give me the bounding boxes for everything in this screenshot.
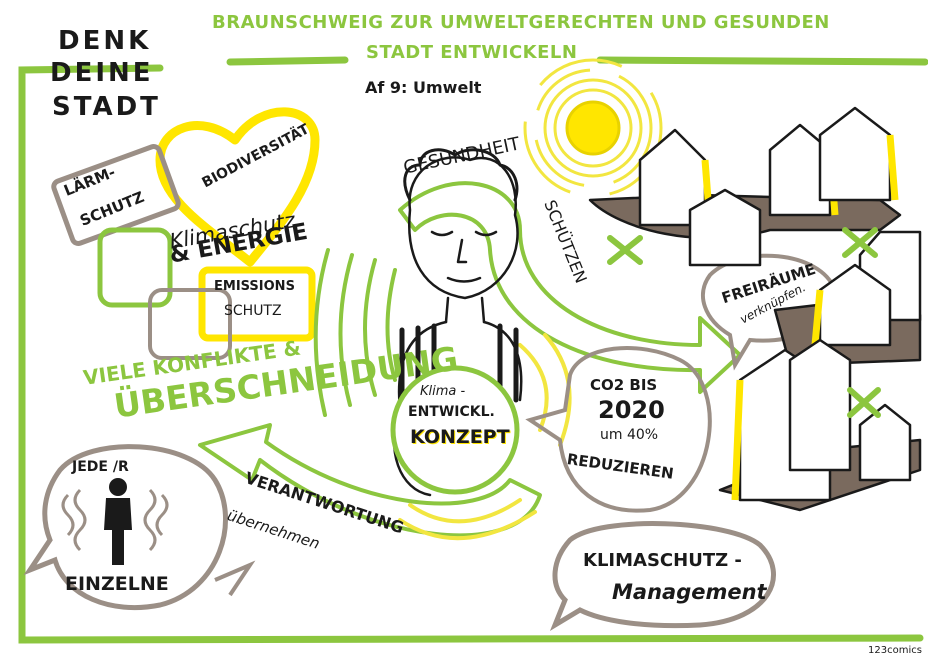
management-bubble xyxy=(549,521,776,631)
sun-icon xyxy=(523,58,663,198)
co2-bubble xyxy=(525,346,712,513)
management-label-2: Management xyxy=(612,580,767,604)
laermschutz-box xyxy=(51,144,181,246)
logo-line-2: DEINE xyxy=(50,58,154,88)
header-title-line-2: STADT ENTWICKELN xyxy=(366,42,578,63)
brown-box xyxy=(148,288,232,360)
houses-bottom xyxy=(718,338,922,512)
person-icon xyxy=(61,478,169,565)
konzept-circle xyxy=(390,365,520,495)
einzelne-label: EINZELNE xyxy=(65,573,169,595)
co2-label-3: um 40% xyxy=(600,427,659,443)
header-subtitle: Af 9: Umwelt xyxy=(365,78,482,97)
einzelne-bubble xyxy=(23,444,229,611)
logo-line-3: STADT xyxy=(52,92,161,122)
emissions-label-1: EMISSIONS xyxy=(214,279,295,294)
woman-figure xyxy=(392,148,523,497)
header-title-line-1: BRAUNSCHWEIG ZUR UMWELTGERECHTEN UND GES… xyxy=(212,12,830,33)
management-label-1: KLIMASCHUTZ - xyxy=(583,550,742,571)
houses-top xyxy=(588,106,902,267)
konzept-label-2: ENTWICKL. xyxy=(408,404,495,420)
jeder-label: JEDE /R xyxy=(72,459,129,475)
logo-line-1: DENK xyxy=(58,26,152,56)
green-crosses xyxy=(607,227,881,418)
green-arcs xyxy=(313,248,397,417)
emissions-label-2: SCHUTZ xyxy=(224,303,282,319)
yellow-arcs xyxy=(398,333,572,541)
emissionsschutz-box xyxy=(198,266,316,342)
green-box xyxy=(97,227,173,308)
konzept-label-3: KONZEPT xyxy=(410,426,510,448)
green-frame xyxy=(18,56,928,644)
konzept-label-1: Klima - xyxy=(420,384,466,399)
co2-label-1: CO2 BIS xyxy=(590,376,658,394)
credit-label: 123comics xyxy=(868,645,922,656)
co2-label-2: 2020 xyxy=(598,396,665,424)
